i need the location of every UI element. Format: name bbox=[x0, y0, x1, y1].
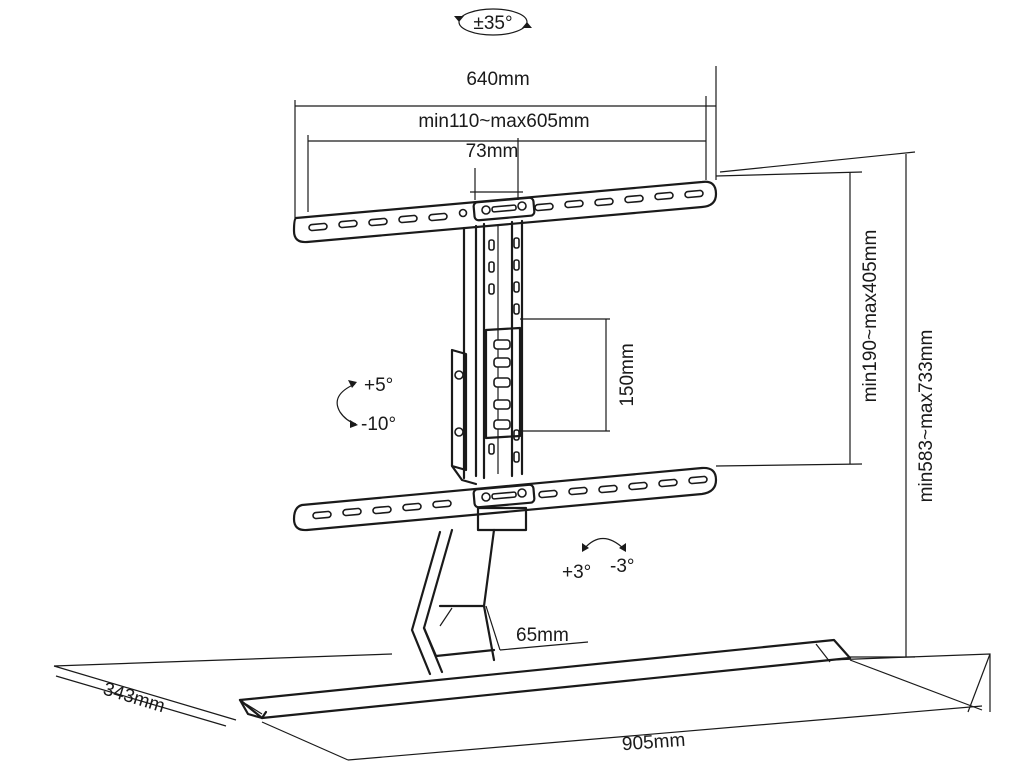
tilt-down-label: -10° bbox=[361, 414, 396, 435]
tilt-arrow-icon bbox=[336, 383, 357, 425]
base-depth-label: 343mm bbox=[101, 679, 168, 718]
swivel-label: ±35° bbox=[473, 13, 512, 34]
tilt-up-label: +5° bbox=[364, 375, 393, 396]
bottom-mounting-bar bbox=[292, 466, 718, 532]
bar-length-dimension: 640mm bbox=[294, 66, 717, 218]
column-depth-dimension: 65mm bbox=[485, 605, 589, 651]
slot-span-label: 150mm bbox=[617, 343, 638, 406]
column-depth-label: 65mm bbox=[516, 625, 569, 646]
top-mounting-bar bbox=[292, 180, 718, 244]
level-plus-label: +3° bbox=[562, 562, 591, 583]
horizontal-range-label: min110~max605mm bbox=[418, 111, 589, 132]
bottom-bar-clamp bbox=[472, 483, 536, 509]
total-height-dimension: min583~max733mm bbox=[719, 151, 937, 658]
level-indicator: +3° -3° bbox=[562, 537, 635, 583]
vertical-range-dimension: min190~max405mm bbox=[715, 171, 881, 467]
slot-span-dimension: 150mm bbox=[520, 318, 638, 432]
level-arrow-icon bbox=[583, 537, 625, 550]
center-gap-label: 73mm bbox=[466, 141, 519, 162]
tilt-indicator: +5° -10° bbox=[336, 375, 396, 435]
level-minus-label: -3° bbox=[610, 556, 635, 577]
total-height-label: min583~max733mm bbox=[916, 330, 937, 503]
base-width-label: 905mm bbox=[621, 730, 686, 755]
center-gap-dimension: 73mm bbox=[466, 138, 523, 200]
base-depth-dimension: 343mm bbox=[55, 675, 227, 727]
swivel-indicator: ±35° bbox=[454, 8, 532, 36]
vertical-frame bbox=[450, 219, 524, 486]
stand-column bbox=[410, 528, 496, 676]
bar-length-label: 640mm bbox=[466, 69, 529, 90]
top-bar-slots bbox=[308, 189, 704, 232]
frame-holes bbox=[488, 237, 520, 463]
floor-footprint bbox=[53, 653, 991, 721]
base-width-dimension: 905mm bbox=[261, 659, 983, 761]
top-bar-clamp bbox=[458, 196, 536, 222]
horizontal-range-dimension: min110~max605mm bbox=[307, 96, 707, 212]
vertical-range-label: min190~max405mm bbox=[860, 230, 881, 403]
base-plate bbox=[238, 638, 852, 720]
bottom-bar-slots bbox=[312, 475, 708, 520]
